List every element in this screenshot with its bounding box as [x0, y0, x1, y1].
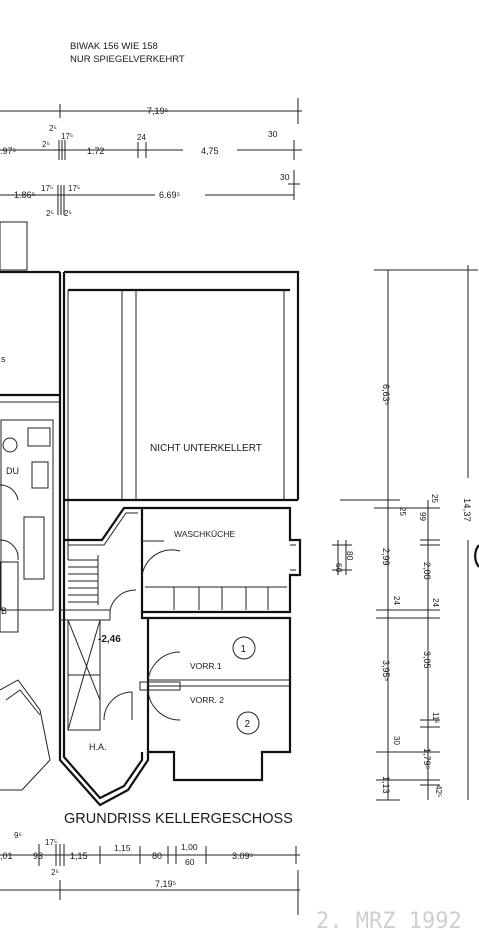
dim-bottom-115a: 1,15 — [70, 851, 88, 861]
dim-299: 2,99 — [381, 548, 391, 566]
dim-25b: 25 — [430, 494, 439, 503]
dim-top-3a: .97⁵ — [0, 146, 17, 156]
dim-window-60: 60 — [334, 563, 344, 573]
dim-top-2a: 2⁵ — [49, 124, 57, 133]
dim-top-2d: 24 — [137, 133, 146, 142]
dim-bottom-total: 7,19⁵ — [155, 879, 177, 889]
neighbour-label-s: s — [1, 354, 6, 364]
building-walls: NICHT UNTERKELLERT WASCHKÜCHE -2,46 — [58, 270, 302, 807]
dim-24b: 24 — [431, 598, 440, 607]
washbasin-symbol — [27, 427, 51, 447]
dim-bottom-100: 1,00 — [181, 842, 198, 852]
dim-top-3c: 1.72 — [87, 146, 105, 156]
dim-395: 3,95⁵ — [381, 660, 391, 682]
staircase — [68, 555, 99, 605]
dim-115: 11⁵ — [431, 712, 440, 724]
dim-window-80: 80 — [345, 551, 355, 561]
header-line-1: BIWAK 156 WIE 158 — [70, 41, 158, 52]
dim-30: 30 — [392, 736, 401, 745]
dim-bottom-80: 80 — [152, 851, 162, 861]
dim-top-4a: 30 — [280, 172, 290, 182]
dim-663: 6,63⁵ — [381, 384, 391, 406]
marker-1-label: 1 — [241, 644, 247, 655]
room-du: DU — [6, 466, 19, 476]
dim-bottom-115b: 1,15 — [114, 843, 131, 853]
dim-bottom-9: 9⁵ — [14, 831, 22, 840]
room-vorr1: VORR.1 — [190, 661, 222, 671]
neighbour-label-b: B — [1, 606, 7, 616]
dim-top-5d: 6.69⁵ — [159, 190, 181, 200]
dim-top-6b: 2⁵ — [64, 209, 72, 218]
date-stamp: 2. MRZ 1992 — [316, 909, 462, 930]
dim-bottom-2: 2⁵ — [51, 868, 59, 877]
dim-200: 2,00 — [422, 562, 432, 580]
dim-bottom-60: 60 — [185, 857, 195, 867]
neighbour-unit: s DU B — [0, 221, 60, 791]
room-ha: H.A. — [89, 742, 107, 752]
plan-title: GRUNDRISS KELLERGESCHOSS — [64, 811, 293, 827]
dim-top-5c: 17⁵ — [68, 184, 80, 193]
dim-25: 25 — [398, 507, 407, 516]
room-waschkueche: WASCHKÜCHE — [174, 529, 235, 539]
marker-2 — [236, 711, 260, 735]
marker-1 — [232, 636, 256, 660]
dim-top-2c: 2⁵ — [42, 140, 50, 149]
dim-bottom-01: ,01 — [0, 851, 13, 861]
level-mark: -2,46 — [98, 634, 121, 645]
dim-179: 1,79⁵ — [422, 748, 432, 770]
dim-top-3d: 4,75 — [201, 146, 219, 156]
room-vorr2: VORR. 2 — [190, 695, 224, 705]
dim-top-total: 7,19⁵ — [147, 106, 169, 116]
bottom-dimension-chains: 9⁵ 17⁵ ,01 93 1,15 1,15 80 1,00 60 3.09⁵… — [0, 831, 300, 915]
room-nicht-unterkellert: NICHT UNTERKELLERT — [150, 443, 262, 454]
dim-top-2e: 30 — [268, 129, 278, 139]
dim-305: 3,05 — [422, 651, 432, 669]
dim-425: 42⁵ — [434, 785, 443, 797]
dim-top-5b: 17⁵ — [41, 184, 53, 193]
dim-bottom-309: 3.09⁵ — [232, 851, 254, 861]
dim-bottom-93: 93 — [33, 851, 43, 861]
header-line-2: NUR SPIEGELVERKEHRT — [70, 54, 185, 65]
dim-1437: 14,37 — [461, 498, 472, 522]
top-dimension-chains: 7,19⁵ 2⁵ 17⁵ 2⁵ 24 30 .97⁵ 1.72 4,75 30 … — [0, 98, 302, 218]
dim-top-5a: 1.86⁵ — [14, 190, 36, 200]
right-dimension-chains: 6,63⁵ 25 99 25 2,99 2,00 24 24 3,95⁵ 3,0… — [340, 265, 479, 801]
toilet-symbol — [2, 437, 18, 453]
dim-113: 1,13 — [381, 776, 391, 794]
dim-top-2b: 17⁵ — [61, 132, 73, 141]
dim-99: 99 — [418, 512, 427, 521]
dim-top-6a: 2⁵ — [46, 209, 54, 218]
dim-bottom-17: 17⁵ — [45, 838, 57, 847]
dim-24a: 24 — [392, 596, 401, 605]
window-dimension: 60 80 — [332, 540, 355, 575]
section-mark — [474, 544, 479, 568]
marker-2-label: 2 — [245, 719, 251, 730]
